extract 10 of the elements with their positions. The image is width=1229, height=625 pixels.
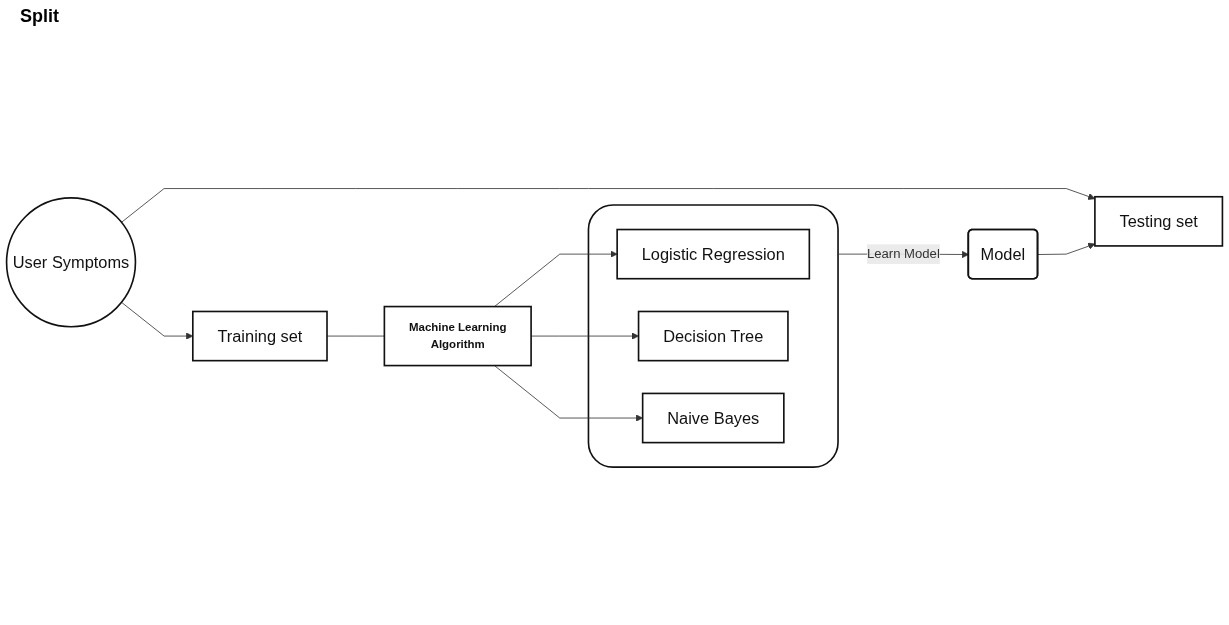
ellipse-node: User Symptoms [5,196,137,328]
rounded-box: Model [967,228,1039,280]
process-box: Training set [192,310,328,362]
algorithm-box: Machine Learning Algorithm [383,305,532,366]
edge-label: Learn Model [866,243,940,264]
process-box: Naive Bayes [641,392,785,444]
process-box: Decision Tree [637,310,789,362]
split-label: Split [20,6,59,26]
process-box: Logistic Regression [616,228,811,280]
process-box: Testing set [1094,195,1224,247]
